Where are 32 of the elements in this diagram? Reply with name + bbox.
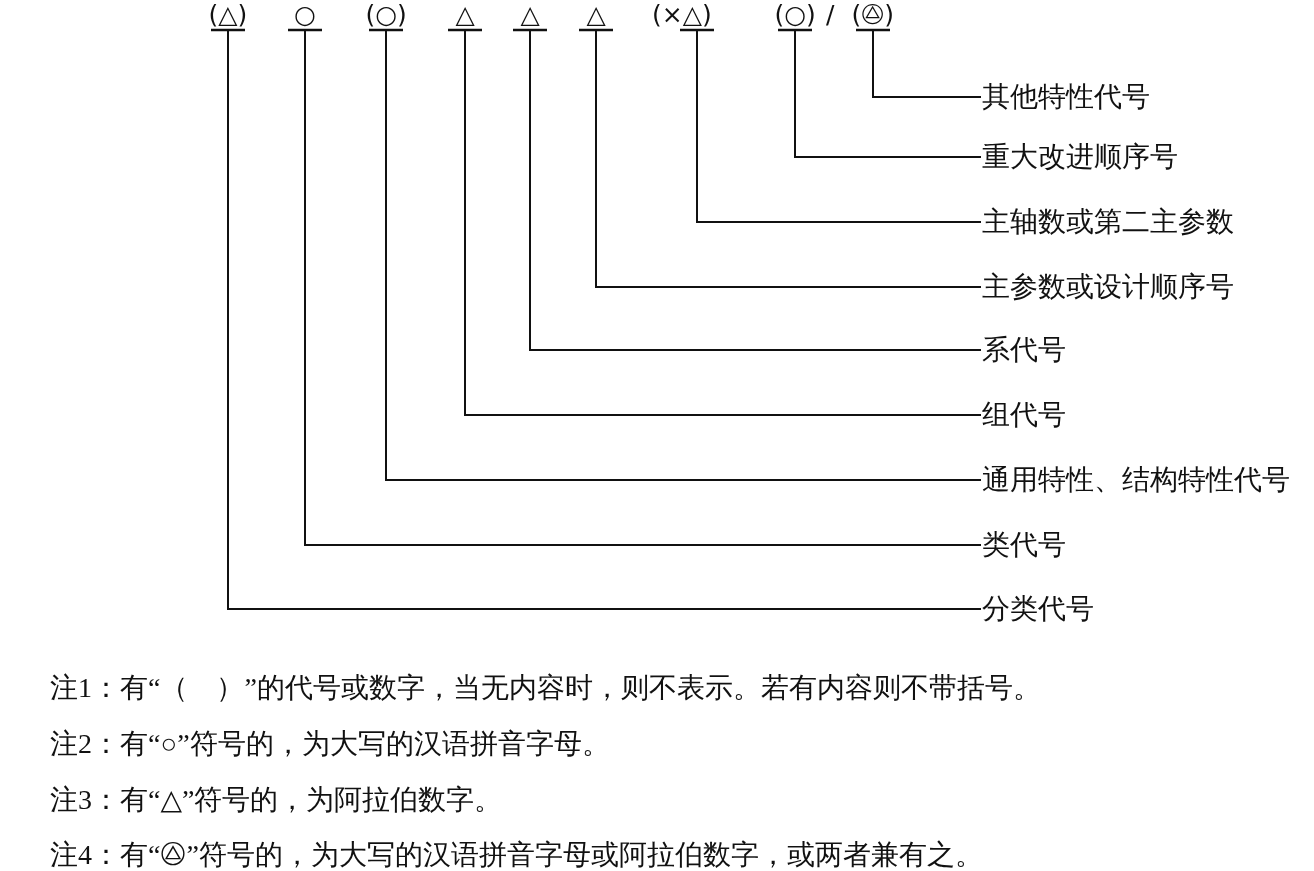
leader-line — [464, 30, 982, 416]
code-symbol: △ — [455, 1, 475, 29]
note-text: 注3：有“△”符号的，为阿拉伯数字。 — [50, 783, 503, 817]
code-symbol: ○ — [294, 1, 316, 29]
code-symbol: (△) — [208, 1, 248, 29]
code-description: 通用特性、结构特性代号 — [982, 463, 1290, 497]
code-symbol: △ — [520, 1, 540, 29]
note-text: 注4：有“🟕”符号的，为大写的汉语拼音字母或阿拉伯数字，或两者兼有之。 — [50, 838, 983, 871]
code-description: 分类代号 — [982, 592, 1094, 626]
code-description: 重大改进顺序号 — [982, 140, 1178, 174]
code-description: 主轴数或第二主参数 — [982, 205, 1234, 239]
code-symbol: (×△) — [652, 1, 712, 29]
leader-line — [696, 30, 982, 223]
code-symbol: △ — [586, 1, 606, 29]
code-description: 其他特性代号 — [982, 80, 1150, 114]
note-text: 注2：有“○”符号的，为大写的汉语拼音字母。 — [50, 727, 610, 761]
code-symbol: (🟕) — [851, 1, 894, 29]
note-text: 注1：有“（ ）”的代号或数字，当无内容时，则不表示。若有内容则不带括号。 — [50, 671, 1041, 705]
code-description: 类代号 — [982, 528, 1066, 562]
leader-line — [872, 30, 982, 98]
leader-line — [595, 30, 982, 288]
code-description: 系代号 — [982, 333, 1066, 367]
leader-line — [794, 30, 982, 158]
code-description: 主参数或设计顺序号 — [982, 270, 1234, 304]
code-description: 组代号 — [982, 398, 1066, 432]
code-symbol: (○) — [365, 1, 407, 29]
leader-line — [529, 30, 982, 351]
leader-line — [227, 30, 982, 610]
slash-separator: / — [826, 1, 835, 29]
code-symbol: (○) — [774, 1, 816, 29]
leader-line — [304, 30, 982, 546]
leader-line — [385, 30, 982, 481]
